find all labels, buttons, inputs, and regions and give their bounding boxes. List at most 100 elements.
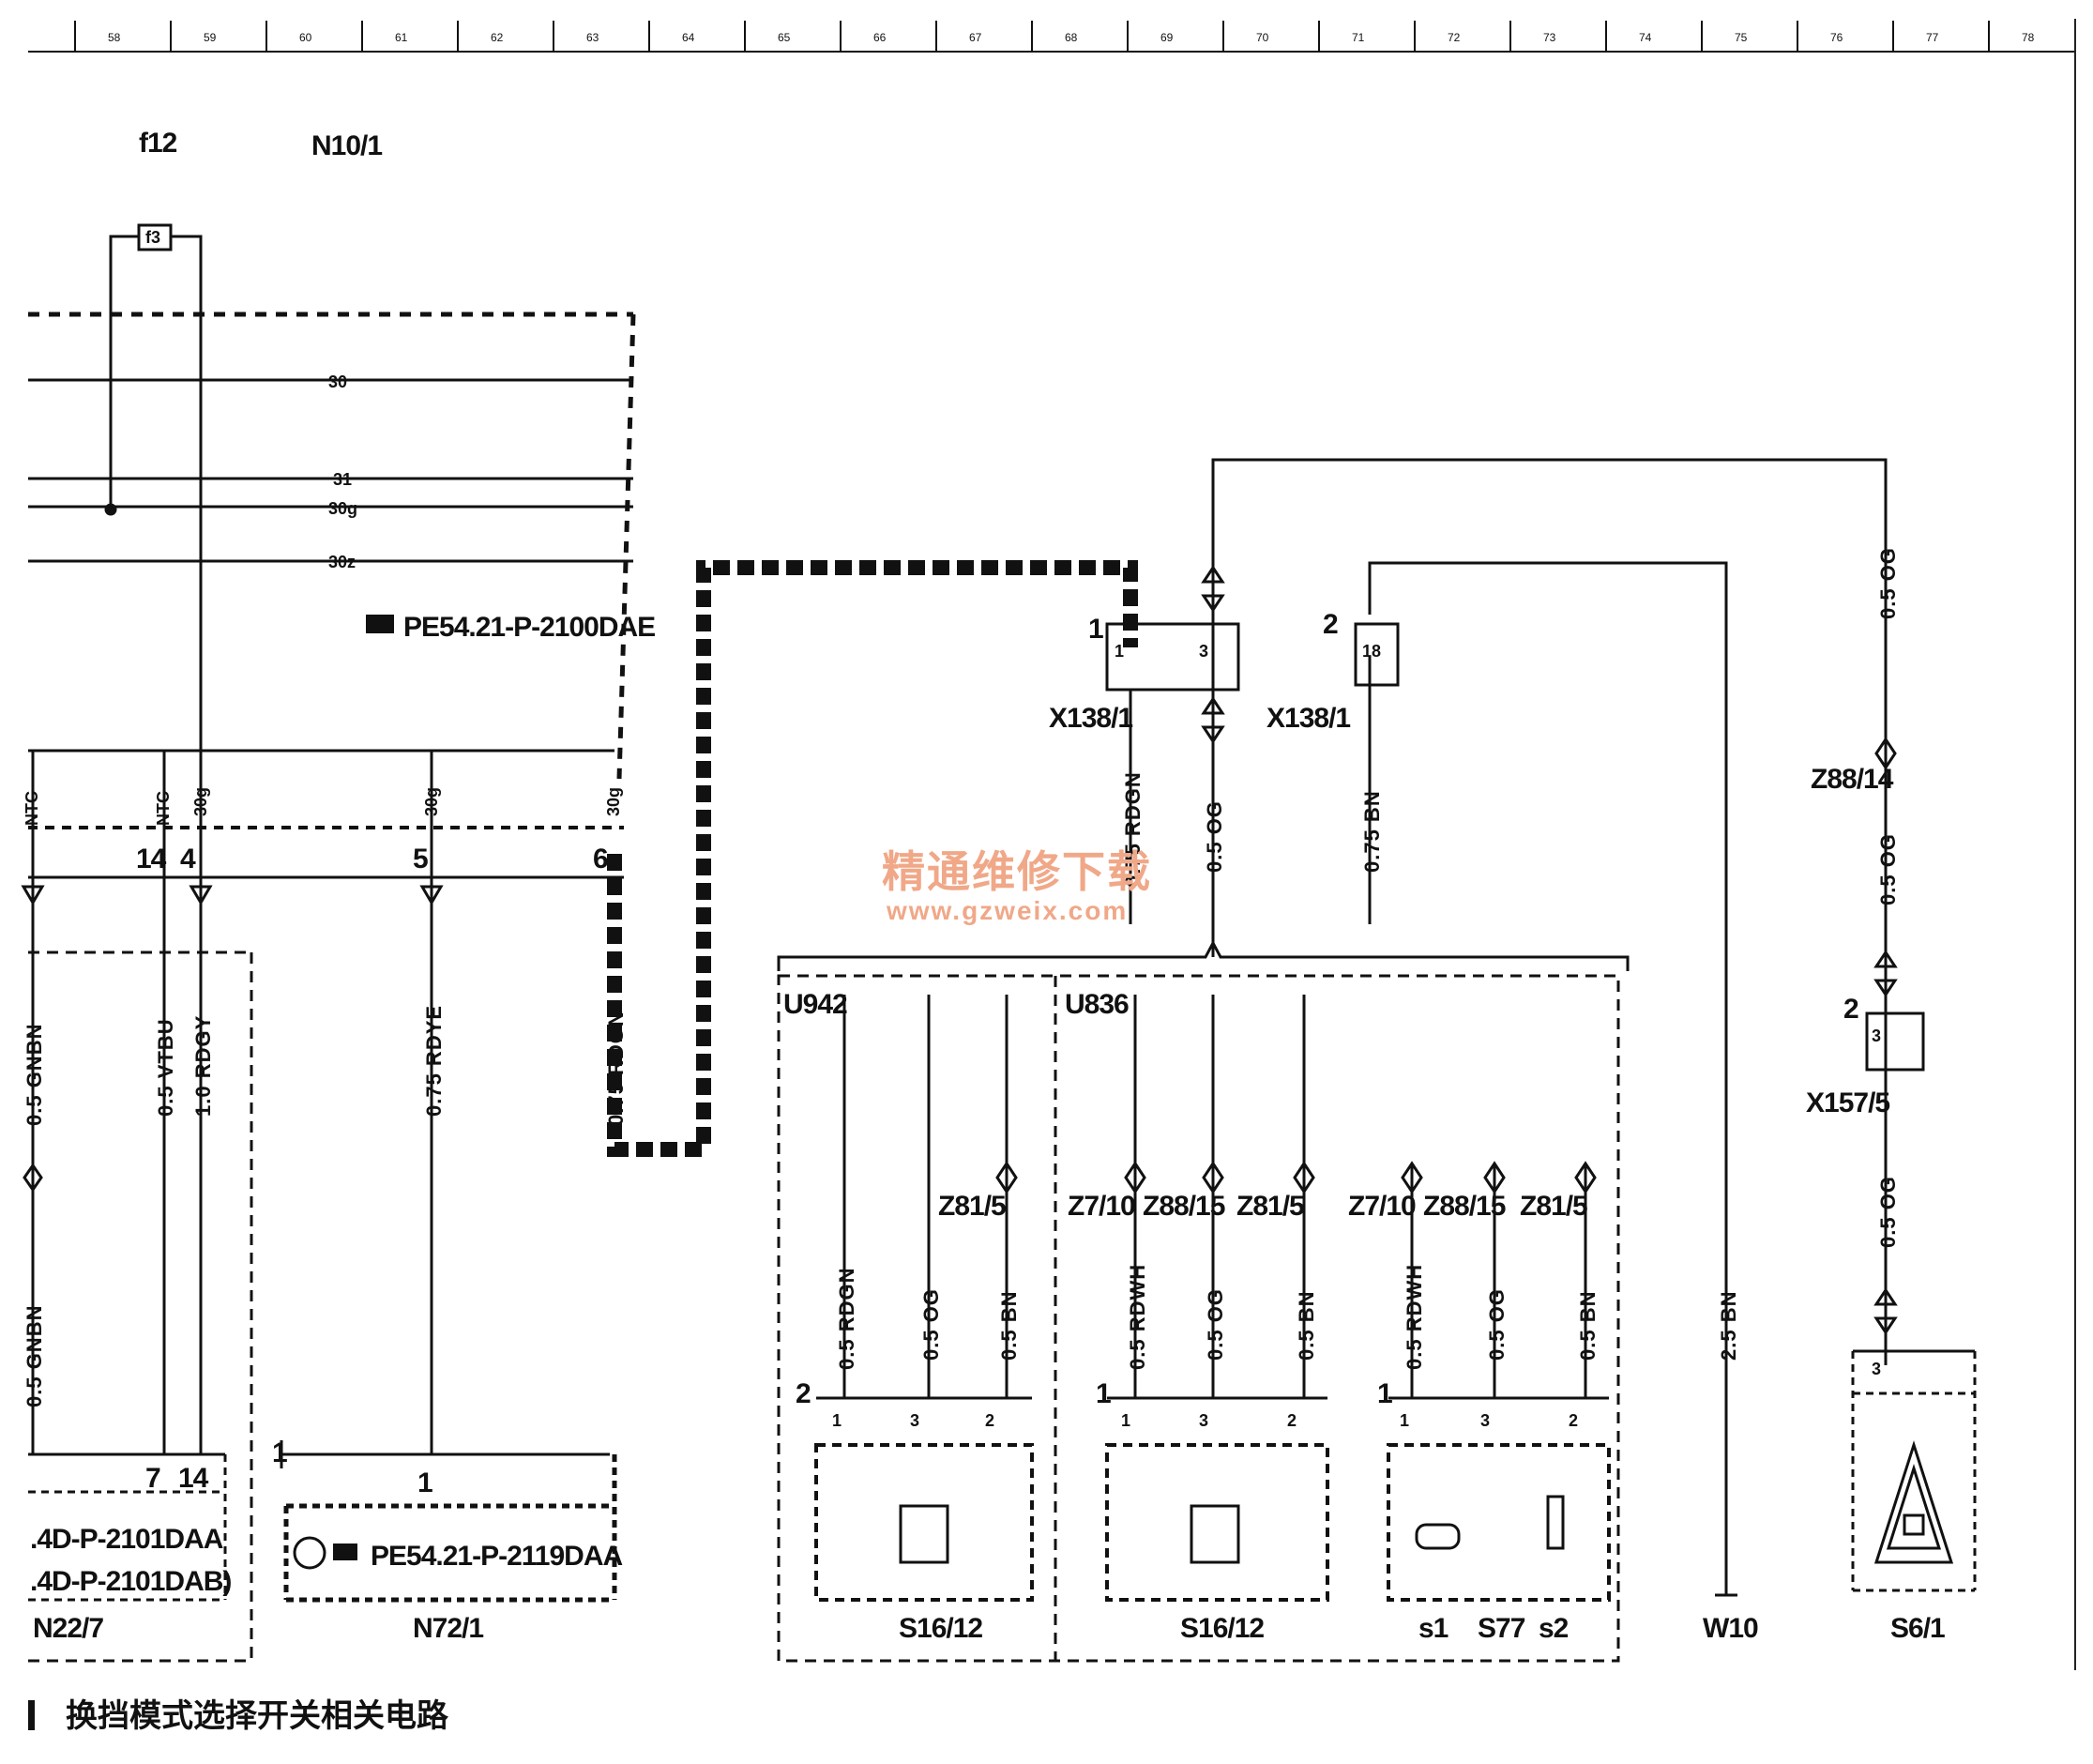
ruler-tick-label: 66 [873, 31, 887, 44]
p3a: 3 [910, 1411, 919, 1430]
u836-label: U836 [1065, 989, 1129, 1020]
ruler-tick-label: 67 [969, 31, 982, 44]
z88-15-b: Z88/15 [1423, 1191, 1506, 1222]
p1b: 1 [1121, 1411, 1130, 1430]
ruler-tick-label: 71 [1352, 31, 1365, 44]
p2b: 2 [1287, 1411, 1297, 1430]
caption: 换挡模式选择开关相关电路 [66, 1697, 449, 1735]
ruler-tick-label: 58 [108, 31, 121, 44]
doc-ref-label-1: PE54.21-P-2100DAE [403, 612, 655, 643]
w-og-u942: 0.5 OG [919, 1288, 943, 1361]
p2c: 2 [1569, 1411, 1578, 1430]
wire-og-2: 0.5 OG [1876, 833, 1900, 905]
w-og-s77: 0.5 OG [1485, 1288, 1509, 1361]
bus-30-label: 30 [328, 373, 347, 391]
s16-12-b: S16/12 [1180, 1613, 1264, 1644]
ruler-tick-label: 68 [1065, 31, 1078, 44]
x157-label: X157/5 [1806, 1087, 1889, 1118]
w-og-u836: 0.5 OG [1204, 1288, 1227, 1361]
module-n72-outline [280, 1440, 617, 1603]
wire-arrows [21, 885, 444, 1193]
fuse-ref-label: f12 [139, 128, 177, 159]
thick-rdgn-wire [607, 560, 1138, 1157]
middle-wires [1105, 458, 1888, 1595]
conn-x138-a-pin: 1 [1088, 614, 1103, 645]
bus-30z-label: 30z [328, 553, 356, 571]
doc-ref-a: .4D-P-2101DAA [30, 1524, 223, 1555]
ruler-tick-label: 76 [1830, 31, 1843, 44]
doc-ref-b: .4D-P-2101DAB) [30, 1566, 231, 1597]
pin-5: 5 [413, 844, 428, 874]
middle-arrows [1201, 565, 1225, 744]
ruler-tick-label: 62 [491, 31, 504, 44]
watermark-url: www.gzweix.com [886, 896, 1128, 925]
s1-label: s1 [1418, 1613, 1448, 1644]
ruler-tick-label: 78 [2022, 31, 2035, 44]
wire-rdgy: 1.0 RDGY [191, 1015, 215, 1117]
w10-label: W10 [1703, 1613, 1758, 1644]
n22-label: N22/7 [33, 1613, 103, 1644]
wire-rdye: 0.75 RDYE [422, 1005, 446, 1117]
z81-5-a: Z81/5 [938, 1191, 1006, 1222]
wire-gnbn-1: 0.5 GNBN [23, 1024, 46, 1126]
bus-31-label: 31 [333, 470, 352, 489]
p1a: 1 [832, 1411, 842, 1430]
pin-30g-a: 30g [191, 787, 210, 816]
doc-ref-label-2: PE54.21-P-2119DAA [371, 1541, 622, 1572]
s2-label: s2 [1539, 1613, 1569, 1644]
ruler-tick-label: 65 [778, 31, 791, 44]
p1c: 1 [1400, 1411, 1409, 1430]
conn-pin-1a: 1 [1096, 1378, 1111, 1409]
pin-14: 14 [136, 844, 167, 874]
z7-10-a: Z7/10 [1068, 1191, 1135, 1222]
n72-pin1: 1 [417, 1467, 432, 1498]
conn-pin-1b: 1 [1377, 1378, 1392, 1409]
s16-12-a: S16/12 [899, 1613, 982, 1644]
w-rdwh-1: 0.5 RDWH [1126, 1264, 1149, 1370]
z7-10-b: Z7/10 [1348, 1191, 1416, 1222]
s6-pin3: 3 [1872, 1360, 1881, 1378]
switch-wires [842, 995, 1597, 1398]
z88-15-a: Z88/15 [1143, 1191, 1225, 1222]
fuse-drops [104, 314, 203, 751]
conn-pin-2: 2 [796, 1378, 811, 1409]
pin-30g-b: 30g [422, 787, 441, 816]
x157-pin: 2 [1843, 994, 1858, 1025]
w-rdgn: 0.5 RDGN [835, 1268, 858, 1370]
u942-label: U942 [783, 989, 847, 1020]
conn-x138-pin3: 3 [1199, 642, 1208, 661]
s6-1-label: S6/1 [1890, 1613, 1945, 1644]
n22-pin7: 7 [145, 1463, 160, 1494]
ruler-tick-label: 61 [395, 31, 408, 44]
conn-x138-pin1: 1 [1115, 642, 1124, 661]
pin-30g-c: 30g [604, 787, 623, 816]
w-bn-u836: 0.5 BN [1295, 1291, 1318, 1361]
module-ref-label: N10/1 [311, 130, 382, 161]
wire-og-1: 0.5 OG [1876, 547, 1900, 619]
connector-row [28, 749, 624, 1454]
switch-bracket [777, 939, 1630, 971]
wire-rdgn-b: 0.75 RDGN [1121, 771, 1145, 887]
ruler-tick-label: 63 [586, 31, 599, 44]
n72-label: N72/1 [413, 1613, 483, 1644]
caption-bar [28, 1700, 35, 1730]
w-bn-s77: 0.5 BN [1576, 1291, 1600, 1361]
pin-4: 4 [180, 844, 196, 874]
ruler-tick-label: 77 [1926, 31, 1939, 44]
p3c: 3 [1480, 1411, 1490, 1430]
conn-x138-pin18: 18 [1362, 642, 1381, 661]
ruler-tick-label: 69 [1160, 31, 1174, 44]
p3b: 3 [1199, 1411, 1208, 1430]
wire-bn-a: 0.75 BN [1360, 790, 1384, 873]
bus-30g-label: 30g [328, 499, 357, 518]
module-n10-outline [28, 312, 636, 780]
pin-ntc-b: NTC [154, 791, 173, 826]
n72-pin1-top: 1 [272, 1437, 287, 1468]
conn-x138-b: X138/1 [1266, 703, 1350, 734]
fuse-symbol [109, 223, 203, 314]
conn-x138-a: X138/1 [1049, 703, 1132, 734]
doc-icon-1 [366, 615, 394, 633]
switch-connectors [814, 1396, 1611, 1602]
